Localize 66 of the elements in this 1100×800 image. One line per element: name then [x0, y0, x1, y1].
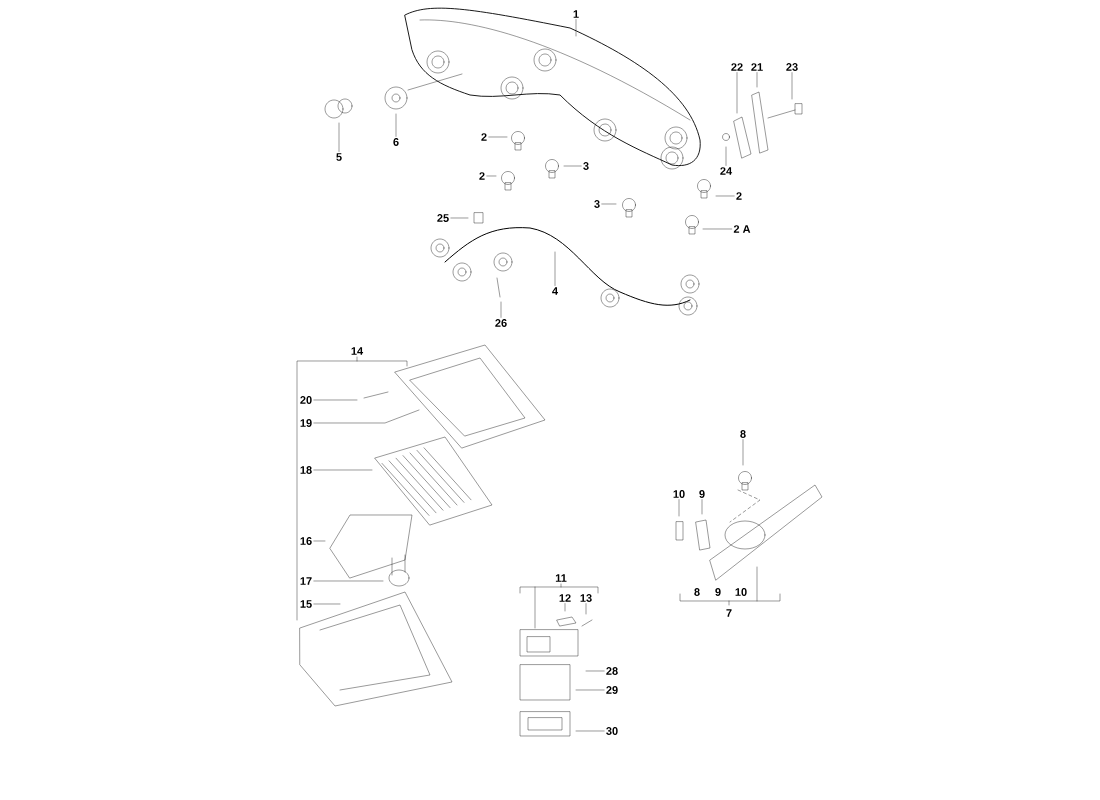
callout-number: 3	[594, 200, 600, 208]
callout-number: 26	[495, 319, 507, 327]
leader-line	[395, 113, 397, 137]
leader-line	[678, 499, 680, 517]
leader-line	[736, 72, 738, 114]
callout-number: 30	[606, 727, 618, 735]
leader-line	[702, 228, 732, 230]
leader-line	[488, 136, 508, 138]
leader-line	[554, 251, 556, 286]
leader-line	[313, 399, 358, 401]
callout-number: 18	[300, 466, 312, 474]
leader-line	[585, 603, 587, 615]
callout-number: 23	[786, 63, 798, 71]
callout-number: 9	[699, 490, 705, 498]
leader-line	[313, 580, 384, 582]
leader-line	[313, 540, 326, 542]
callout-number: 8	[740, 430, 746, 438]
leader-line	[756, 72, 758, 88]
leader-line	[791, 72, 793, 100]
leader-line	[575, 689, 605, 691]
callout-number: 17	[300, 577, 312, 585]
callout-number: 16	[300, 537, 312, 545]
leader-line	[575, 19, 577, 37]
callout-number: 19	[300, 419, 312, 427]
callout-number: 1	[573, 10, 579, 18]
leader-line	[486, 175, 497, 177]
callout-number: 2 A	[733, 225, 751, 233]
callout-number: 21	[751, 63, 763, 71]
callout-number: 4	[552, 287, 558, 295]
callout-number: 20	[300, 396, 312, 404]
leader-line	[338, 122, 340, 152]
callout-number: 7	[726, 609, 732, 617]
leader-line	[313, 469, 373, 471]
leader-line	[601, 203, 617, 205]
callout-number: 2	[481, 133, 487, 141]
callout-number: 3	[583, 162, 589, 170]
leader-line	[563, 165, 582, 167]
leader-line	[564, 603, 566, 612]
callout-number: 25	[437, 214, 449, 222]
callout-number: 6	[393, 138, 399, 146]
leader-line	[701, 499, 703, 515]
callout-number: 9	[715, 588, 721, 596]
callout-number: 5	[336, 153, 342, 161]
callout-number: 22	[731, 63, 743, 71]
callout-number: 12	[559, 594, 571, 602]
leader-line	[500, 301, 502, 318]
callout-number: 28	[606, 667, 618, 675]
callout-number: 14	[351, 347, 364, 355]
callout-number: 13	[580, 594, 592, 602]
leader-line	[715, 195, 735, 197]
callout-number: 15	[300, 600, 312, 608]
leader-line	[725, 146, 727, 166]
leader-line	[575, 730, 605, 732]
callout-number: 8	[694, 588, 700, 596]
callout-number: 24	[720, 167, 733, 175]
leader-line	[742, 439, 744, 466]
callout-number: 2	[736, 192, 742, 200]
leader-line	[313, 409, 420, 424]
callout-number: 10	[735, 588, 747, 596]
leader-line	[585, 670, 605, 672]
leader-line	[313, 603, 341, 605]
callout-number: 29	[606, 686, 618, 694]
callout-number: 11	[555, 574, 567, 582]
callout-number: 10	[673, 490, 685, 498]
callout-number: 2	[479, 172, 485, 180]
leader-line	[450, 217, 469, 219]
